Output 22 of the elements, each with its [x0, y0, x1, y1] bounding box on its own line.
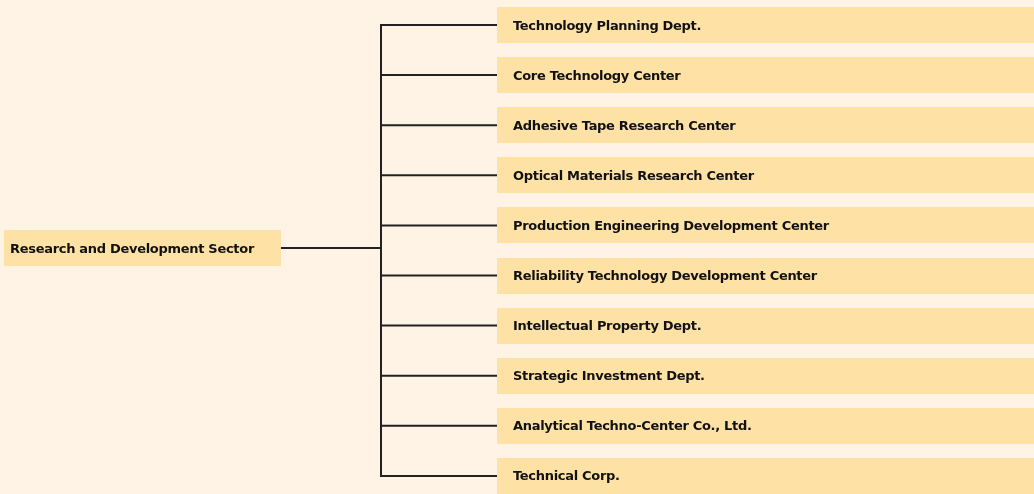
department-box — [497, 457, 1034, 494]
unit-name: Research and Development Sector — [10, 240, 254, 256]
sector-box — [4, 230, 281, 266]
unit-name: Technology Planning Dept. — [513, 17, 702, 33]
unit-name: Production Engineering Development Center — [513, 217, 829, 233]
department-box — [497, 257, 1034, 294]
unit-name: Optical Materials Research Center — [513, 167, 754, 183]
unit-name: Analytical Techno-Center Co., Ltd. — [513, 418, 752, 434]
department-box — [497, 207, 1034, 244]
unit-name: Strategic Investment Dept. — [513, 368, 705, 384]
unit-name: Adhesive Tape Research Center — [513, 117, 736, 133]
department-box — [497, 7, 1034, 43]
department-box — [497, 57, 1034, 94]
department-box — [497, 157, 1034, 194]
department-box — [497, 307, 1034, 344]
unit-name: Technical Corp. — [513, 468, 620, 484]
unit-name: Reliability Technology Development Center — [513, 268, 817, 283]
unit-name: Intellectual Property Dept. — [513, 318, 702, 334]
unit-name: Core Technology Center — [513, 67, 681, 83]
department-box — [497, 357, 1034, 394]
department-box — [497, 407, 1034, 444]
department-box — [497, 107, 1034, 144]
